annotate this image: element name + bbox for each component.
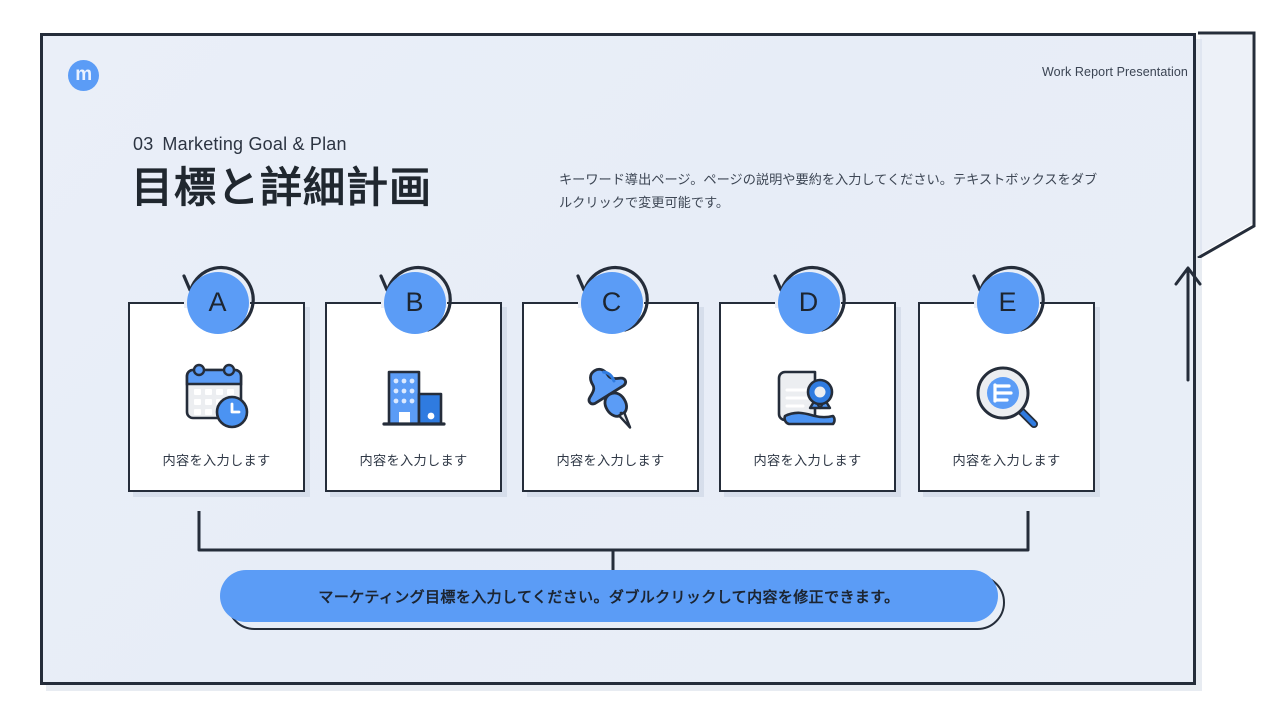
badge-circle: A <box>186 272 249 334</box>
bracket-connector <box>196 508 1031 570</box>
card-label: 内容を入力します <box>753 453 862 468</box>
badge-a: A <box>179 264 255 340</box>
badge-letter: A <box>208 287 227 317</box>
banner-text: マーケティング目標を入力してください。ダブルクリックして内容を修正できます。 <box>318 588 900 606</box>
card-e[interactable]: E 内容を入力します <box>918 266 1100 497</box>
up-arrow-icon <box>1168 262 1208 382</box>
badge-circle: E <box>976 272 1039 334</box>
card-d[interactable]: D 内容を入力します <box>719 266 901 497</box>
banner-fill: マーケティング目標を入力してください。ダブルクリックして内容を修正できます。 <box>220 570 998 622</box>
page-description: キーワード導出ページ。ページの説明や要約を入力してください。テキストボックスをダ… <box>559 172 1098 210</box>
badge-e: E <box>969 264 1045 340</box>
calendar-clock-icon <box>174 354 260 440</box>
badge-letter: B <box>405 287 424 317</box>
badge-letter: D <box>798 287 819 317</box>
card-a[interactable]: A <box>128 266 310 497</box>
badge-b: B <box>376 264 452 340</box>
folded-corner-decoration <box>1196 30 1258 260</box>
brand-logo: m <box>68 60 99 91</box>
card-label: 内容を入力します <box>359 453 468 468</box>
section-name: Marketing Goal & Plan <box>162 134 347 154</box>
card-c[interactable]: C 内容を入力します <box>522 266 704 497</box>
badge-d: D <box>770 264 846 340</box>
badge-letter: C <box>601 287 622 317</box>
magnifier-document-icon <box>964 354 1050 440</box>
office-building-icon <box>371 354 457 440</box>
card-label: 内容を入力します <box>952 453 1061 468</box>
frame-right-edge <box>1193 33 1196 685</box>
section-number: 03 <box>133 134 154 154</box>
badge-circle: B <box>383 272 446 334</box>
certificate-document-icon <box>765 354 851 440</box>
header-subtitle: Work Report Presentation <box>1042 65 1188 79</box>
card-label: 内容を入力します <box>162 453 271 468</box>
card-label: 内容を入力します <box>556 453 665 468</box>
badge-letter: E <box>998 287 1017 317</box>
badge-c: C <box>573 264 649 340</box>
page-title: 目標と詳細計画 <box>131 164 433 211</box>
logo-letter: m <box>75 64 92 85</box>
badge-circle: C <box>580 272 643 334</box>
card-b[interactable]: B 内容を入力します <box>325 266 507 497</box>
goal-banner[interactable]: マーケティング目標を入力してください。ダブルクリックして内容を修正できます。 <box>220 570 1005 630</box>
pushpin-icon <box>568 354 654 440</box>
section-eyebrow: 03 Marketing Goal & Plan <box>133 134 347 155</box>
cards-row: A <box>128 266 1100 497</box>
badge-circle: D <box>777 272 840 334</box>
